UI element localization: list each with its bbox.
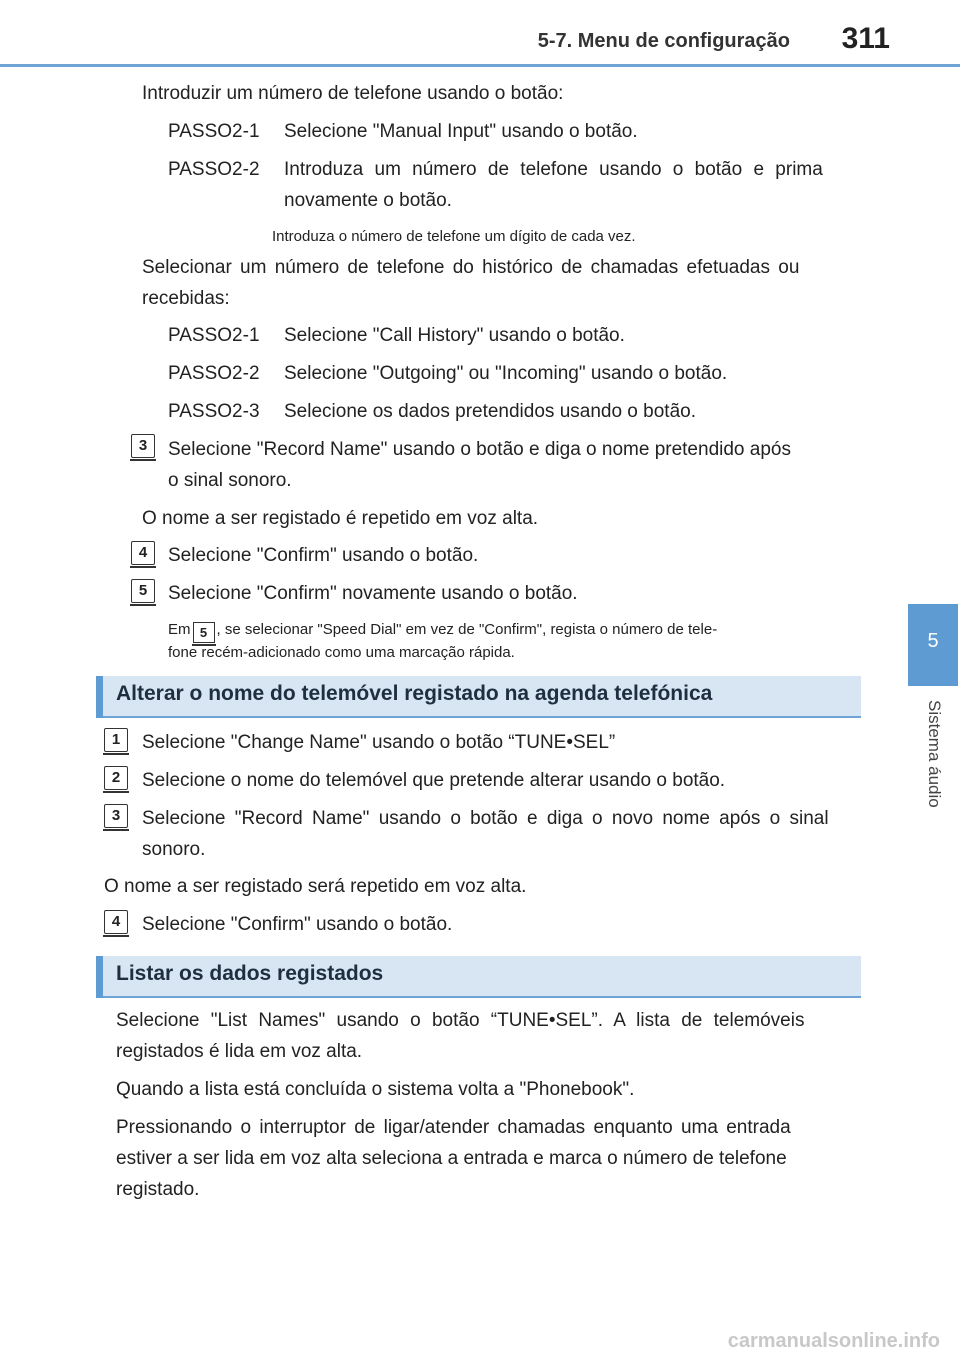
repeat-note: O nome a ser registado será repetido em … (104, 876, 527, 897)
phone-input-note: Introduza o número de telefone um dígito… (272, 228, 636, 245)
chapter-label-text: Sistema áudio (925, 700, 944, 808)
header-rule (0, 64, 960, 67)
history-intro: Selecionar um número de telefone do hist… (142, 257, 800, 278)
step-badge-3: 3 (130, 434, 156, 461)
phone-input-step1: PASSO2-1 Selecione "Manual Input" usando … (168, 116, 638, 147)
record-name-step-cont: o sinal sonoro. (168, 470, 292, 491)
step-label: PASSO2-3 (168, 401, 260, 422)
phone-input-step2: PASSO2-2 Introduza um número de telefone … (168, 154, 854, 185)
record-new-name-step-cont: sonoro. (142, 839, 206, 860)
section-heading-text: Alterar o nome do telemóvel registado na… (116, 682, 713, 705)
step-badge-5: 5 (130, 579, 156, 606)
chapter-label: Sistema áudio (922, 700, 946, 830)
step-badge-1: 1 (103, 728, 129, 755)
step-text: Selecione "Manual Input" usando o botão. (284, 121, 638, 142)
page-number: 311 (841, 22, 890, 55)
chapter-number: 5 (927, 630, 939, 652)
phone-input-step2-cont: novamente o botão. (284, 190, 452, 211)
note-text: Em (168, 621, 191, 638)
step-text: Selecione os dados pretendidos usando o … (284, 401, 696, 422)
step-text: Selecione "Call History" usando o botão. (284, 325, 625, 346)
phonebook-return-paragraph: Quando a lista está concluída o sistema … (116, 1079, 635, 1100)
call-switch-paragraph-cont: estiver a ser lida em voz alta seleciona… (116, 1148, 787, 1169)
list-names-paragraph: Selecione "List Names" usando o botão “T… (116, 1010, 805, 1031)
inline-step-badge-5: 5 (191, 622, 216, 646)
list-names-paragraph-cont: registados é lida em voz alta. (116, 1041, 363, 1062)
history-step3: PASSO2-3 Selecione os dados pretendidos u… (168, 396, 696, 427)
step-badge-2: 2 (103, 766, 129, 793)
select-phone-step: Selecione o nome do telemóvel que preten… (142, 770, 726, 791)
step-text: Introduza um número de telefone usando o… (284, 159, 823, 180)
watermark: carmanualsonline.info (727, 1330, 940, 1352)
step-badge-3: 3 (103, 804, 129, 831)
step-text: Selecione "Outgoing" ou "Incoming" usand… (284, 363, 728, 384)
step-label: PASSO2-1 (168, 121, 260, 142)
step-badge-4: 4 (103, 910, 129, 937)
phone-input-intro: Introduzir um número de telefone usando … (142, 83, 564, 104)
chapter-tab: 5 (908, 604, 958, 686)
history-step1: PASSO2-1 Selecione "Call History" usando … (168, 320, 625, 351)
record-new-name-step: Selecione "Record Name" usando o botão e… (142, 808, 829, 829)
confirm-step: Selecione "Confirm" usando o botão. (142, 914, 453, 935)
section-heading-rename: Alterar o nome do telemóvel registado na… (96, 676, 861, 718)
record-name-step: Selecione "Record Name" usando o botão e… (168, 439, 791, 460)
step-badge-4: 4 (130, 541, 156, 568)
note-text: , se selecionar "Speed Dial" em vez de "… (216, 621, 718, 638)
step-label: PASSO2-1 (168, 325, 260, 346)
history-step2: PASSO2-2 Selecione "Outgoing" ou "Incomin… (168, 358, 727, 389)
section-title: 5-7. Menu de configuração (537, 30, 790, 52)
step-label: PASSO2-2 (168, 363, 260, 384)
step-label: PASSO2-2 (168, 159, 260, 180)
speed-dial-note-cont: fone recém-adicionado como uma marcação … (168, 644, 515, 661)
call-switch-paragraph: Pressionando o interruptor de ligar/aten… (116, 1117, 791, 1138)
repeat-note: O nome a ser registado é repetido em voz… (142, 508, 539, 529)
section-heading-text: Listar os dados registados (116, 962, 384, 985)
confirm-step: Selecione "Confirm" usando o botão. (168, 545, 479, 566)
change-name-step: Selecione "Change Name" usando o botão “… (142, 732, 616, 753)
section-heading-list: Listar os dados registados (96, 956, 861, 998)
confirm-again-step: Selecione "Confirm" novamente usando o b… (168, 583, 578, 604)
history-intro-cont: recebidas: (142, 288, 230, 309)
call-switch-paragraph-end: registado. (116, 1179, 200, 1200)
